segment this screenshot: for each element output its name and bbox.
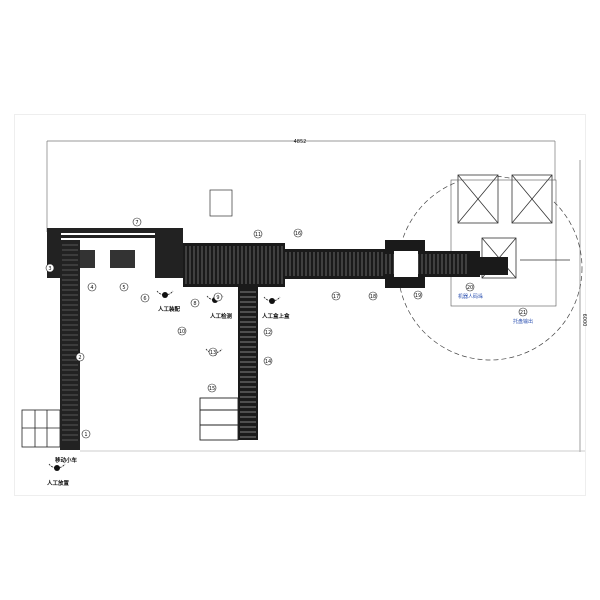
station-marker: 5 (119, 282, 129, 292)
label-mobile-cart: 移动小车 (55, 456, 78, 464)
station-number: 10 (179, 329, 185, 335)
dimension-lines (46, 140, 585, 452)
label-manual-check: 人工检测 (210, 312, 233, 320)
station-number: 21 (520, 310, 526, 316)
station-marker: 17 (331, 291, 341, 301)
label-manual-place: 人工放置 (47, 479, 70, 487)
station-number: 16 (295, 231, 301, 237)
operator-icon (48, 463, 66, 471)
station-marker: 7 (132, 217, 142, 227)
station-number: 11 (255, 232, 261, 238)
station-marker: 8 (190, 298, 200, 308)
station-marker: 2 (75, 352, 85, 362)
height-dimension: 6000 (581, 314, 587, 327)
station-number: 15 (209, 386, 215, 392)
station-marker: 3 (45, 263, 55, 273)
station-marker: 16 (293, 228, 303, 238)
machine-5 (110, 250, 135, 268)
station-number: 20 (467, 285, 473, 291)
station-number: 4 (90, 285, 93, 291)
operator-icon (156, 290, 174, 298)
main-conveyor-line (183, 240, 508, 288)
station-number: 9 (216, 295, 219, 301)
mobile-cart-rack (21, 409, 61, 448)
infeed-conveyor (60, 240, 80, 450)
station-number: 1 (84, 432, 87, 438)
operator-icon (263, 296, 281, 304)
station-marker: 19 (413, 290, 423, 300)
station-marker: 10 (177, 326, 187, 336)
label-manual-assembly: 人工装配 (158, 305, 181, 313)
label-pallet-out: 托盘输出 (513, 318, 533, 325)
station-number: 14 (265, 359, 271, 365)
station-number: 17 (333, 294, 339, 300)
transfer-station (394, 251, 418, 277)
station-marker: 15 (207, 383, 217, 393)
station-marker: 6 (140, 293, 150, 303)
station-marker: 11 (253, 229, 263, 239)
station-marker: 14 (263, 356, 273, 366)
station-number: 13 (210, 350, 216, 356)
station-marker: 21 (518, 307, 528, 317)
label-manual-box: 人工盒上盒 (262, 312, 290, 320)
station-marker: 9 (213, 292, 223, 302)
station-number: 2 (78, 355, 81, 361)
station-marker: 1 (81, 429, 91, 439)
cabinet (209, 189, 233, 217)
width-dimension: 4852 (294, 139, 307, 145)
station-number: 5 (122, 285, 125, 291)
station-marker: 18 (368, 291, 378, 301)
robot-cell-fence (450, 179, 557, 307)
station-number: 12 (265, 330, 271, 336)
label-robot-area: 机器人码垛 (458, 293, 483, 300)
side-machine (199, 397, 239, 441)
station-number: 8 (193, 301, 196, 307)
station-marker: 12 (263, 327, 273, 337)
station-number: 19 (415, 293, 421, 299)
station-number: 18 (370, 294, 376, 300)
station-marker: 20 (465, 282, 475, 292)
station-number: 7 (135, 220, 138, 226)
station-marker: 13 (208, 347, 218, 357)
station-number: 3 (48, 266, 51, 272)
station-marker: 4 (87, 282, 97, 292)
station-number: 6 (143, 296, 146, 302)
